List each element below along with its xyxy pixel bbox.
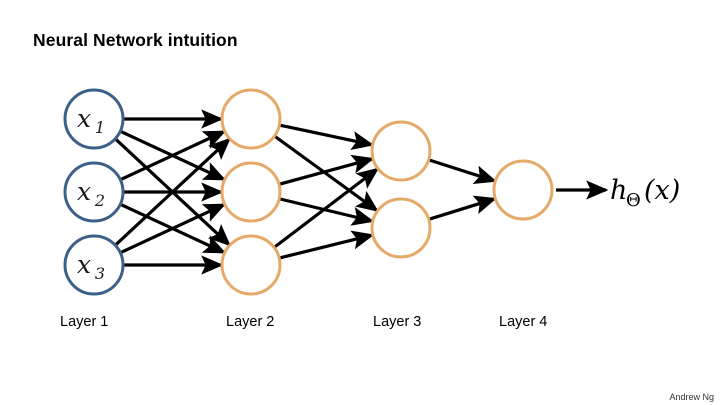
node-layer2-2[interactable] [220, 161, 282, 223]
node-subscript-layer1-2: 2 [94, 191, 105, 210]
output-label-theta-subscript: Θ [626, 190, 641, 211]
layer-caption-1: Layer 1 [60, 314, 109, 330]
node-layer4-1[interactable] [492, 159, 554, 221]
edge-l3n2-to-l4n1 [429, 195, 497, 221]
output-label-h: h [610, 175, 627, 206]
edge-l3n1-to-l4n1 [429, 158, 497, 184]
edge-l1n2-to-l2n1 [120, 130, 227, 181]
edges-group [114, 109, 497, 275]
edge-l1n3-to-l2n2 [120, 203, 227, 254]
node-layer3-1[interactable] [370, 120, 432, 182]
edge-l2n3-to-l3n1 [273, 167, 380, 249]
layer-caption-3: Layer 3 [373, 314, 422, 330]
layer-caption-4: Layer 4 [499, 314, 548, 330]
node-layer3-2[interactable] [370, 197, 432, 259]
node-layer1-1[interactable] [63, 88, 125, 150]
layer-caption-2: Layer 2 [226, 314, 275, 330]
edge-l2n1-to-l3n1 [280, 123, 375, 150]
node-layer1-2[interactable] [63, 161, 125, 223]
edge-l1n3-to-l2n1 [114, 137, 231, 246]
node-subscript-layer1-1: 1 [95, 118, 105, 137]
edge-l2n2-to-l3n1 [279, 154, 375, 186]
node-layer2-1[interactable] [220, 88, 282, 150]
node-label-layer1-3: x [77, 250, 91, 279]
watermark: Andrew Ng [669, 392, 714, 402]
node-label-layer1-1: x [77, 104, 91, 133]
node-label-layer1-2: x [77, 177, 91, 206]
node-layer2-3[interactable] [220, 234, 282, 296]
page-title: Neural Network intuition [33, 30, 238, 50]
output-group: hΘ(x) [556, 175, 680, 211]
node-subscript-layer1-3: 3 [95, 264, 105, 283]
edge-l2n3-to-l3n2 [279, 230, 375, 260]
output-label-argument: (x) [644, 175, 680, 206]
node-layer1-3[interactable] [63, 234, 125, 296]
edge-l2n1-to-l3n2 [274, 135, 379, 212]
